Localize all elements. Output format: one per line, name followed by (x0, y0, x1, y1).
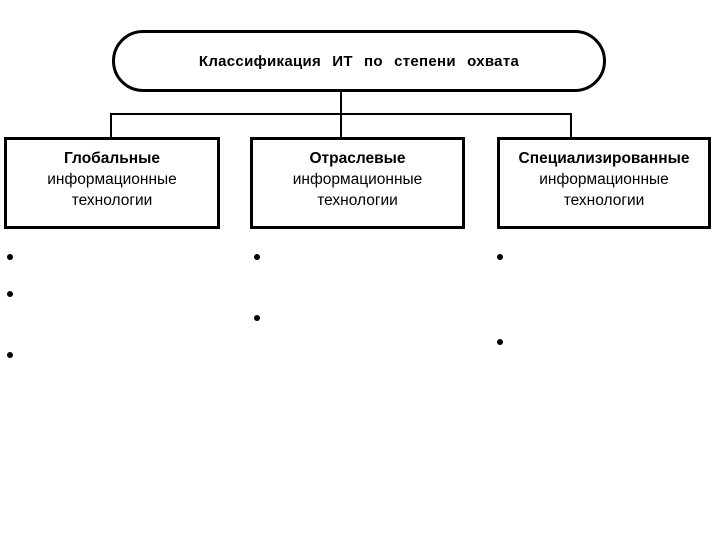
node-line: технологии (71, 192, 153, 209)
node-line: информационные (292, 171, 423, 188)
bullet-marker (7, 254, 13, 260)
node-line: информационные (47, 171, 177, 188)
root-node-label: Классификация ИТ по степени охвата (198, 52, 520, 70)
connector-horizontal (110, 113, 572, 115)
node-specialized-it: Специализированные информационные технол… (497, 137, 711, 229)
node-global-it: Глобальные информационные технологии (4, 137, 220, 229)
node-line: информационные (539, 171, 669, 188)
connector-right-drop (570, 113, 572, 137)
bullet-marker (7, 291, 13, 297)
bullet-marker (254, 315, 260, 321)
node-title: Специализированные (518, 150, 690, 167)
bullet-marker (7, 352, 13, 358)
connector-left-drop (110, 113, 112, 137)
node-title: Глобальные (64, 150, 160, 167)
node-industry-it: Отраслевые информационные технологии (250, 137, 465, 229)
root-node: Классификация ИТ по степени охвата (112, 30, 606, 92)
bullet-marker (497, 339, 503, 345)
node-line: технологии (317, 192, 398, 209)
bullet-marker (254, 254, 260, 260)
node-title: Отраслевые (309, 150, 406, 167)
bullet-marker (497, 254, 503, 260)
node-line: технологии (563, 192, 645, 209)
